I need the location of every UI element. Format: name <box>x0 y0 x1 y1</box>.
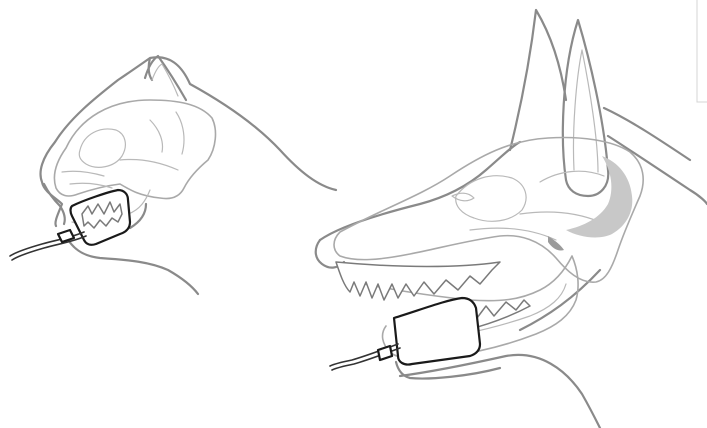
dog-back-ear <box>510 10 566 150</box>
cat-orbit <box>79 129 125 167</box>
cat-illustration <box>10 56 336 294</box>
dog-front-ear-inner <box>573 50 598 172</box>
cat-zygomatic <box>120 112 184 170</box>
dog-sensor <box>394 298 480 365</box>
dog-skull <box>334 138 643 283</box>
dog-front-ear <box>563 20 608 196</box>
dog-zygomatic-shade <box>548 236 564 251</box>
cat-nasal <box>62 171 112 188</box>
dog-head-outline <box>320 108 707 240</box>
dog-illustration <box>316 10 707 428</box>
dog-cable-connector <box>378 346 392 360</box>
dog-temporal-shade <box>566 156 632 237</box>
corner-frame <box>697 0 707 102</box>
dog-orbit <box>456 176 526 222</box>
